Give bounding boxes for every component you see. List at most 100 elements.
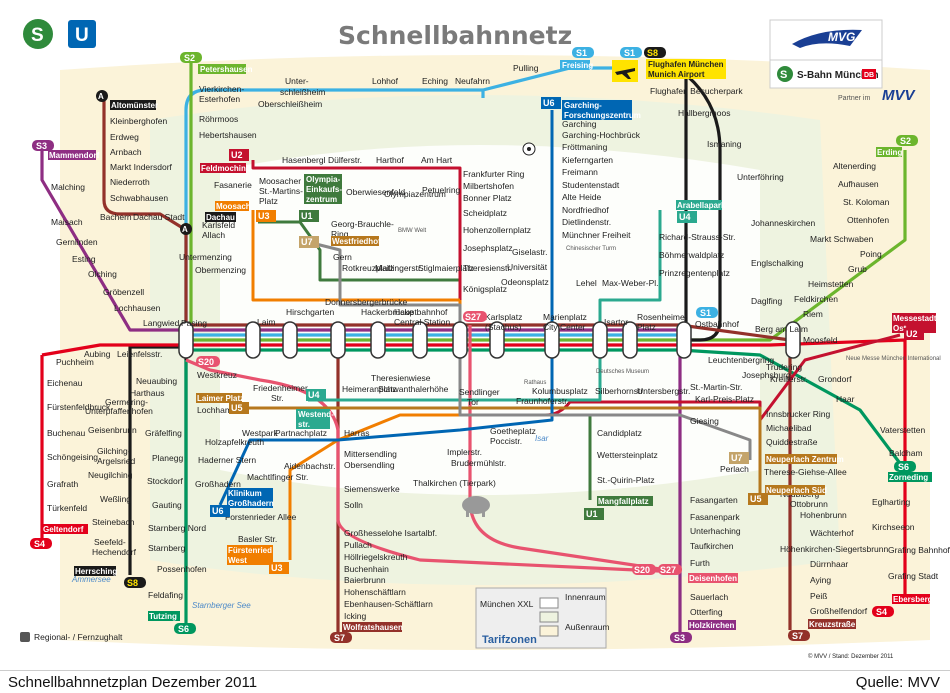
- station-label: Peiß: [810, 591, 827, 601]
- station-label: Gern: [333, 252, 352, 262]
- station-label: St. Koloman: [843, 197, 890, 207]
- station-label: Fröttmaning: [562, 142, 608, 152]
- airport-icon: [612, 60, 638, 82]
- line-badge-S3: S3: [670, 632, 692, 643]
- network-map: Schnellbahnnetz S U MVG S S-Bahn München…: [20, 19, 950, 660]
- station-label: Kolumbusplatz: [532, 386, 588, 396]
- svg-text:MVG: MVG: [828, 30, 855, 44]
- sbahn-logo: S: [23, 19, 53, 49]
- footer-caption: Schnellbahnnetzplan Dezember 2011: [8, 674, 258, 691]
- station-label: Milbertshofen: [463, 181, 514, 191]
- line-badge-U6: U6: [210, 505, 230, 517]
- station-label: Olympiazentrum: [384, 189, 446, 199]
- footer-bar: Schnellbahnnetzplan Dezember 2011 Quelle…: [0, 670, 950, 693]
- station-label: Türkenfeld: [47, 503, 87, 513]
- station-label: Furth: [690, 558, 710, 568]
- station-label: Böhmerwaldplatz: [659, 250, 724, 260]
- station-label: Innsbrucker Ring: [766, 409, 831, 419]
- station-label: Str.: [271, 393, 284, 403]
- station-label: Leuchtenbergring: [708, 355, 774, 365]
- terminus-label: Laimer Platz: [196, 393, 244, 403]
- station-layer: [178, 321, 801, 359]
- svg-text:Westfriedhof: Westfriedhof: [332, 237, 381, 246]
- station-label: Markt Indersdorf: [110, 162, 173, 172]
- station-label: Thalkirchen (Tierpark): [413, 478, 496, 488]
- svg-text:S3: S3: [674, 633, 685, 643]
- line-badge-S3: S3: [32, 140, 54, 151]
- station-label: Dachau Stadt: [133, 212, 185, 222]
- line-badge-S2: S2: [180, 52, 202, 63]
- svg-text:U4: U4: [679, 212, 691, 222]
- station-label: Obersendling: [344, 460, 395, 470]
- line-badge-U1: U1: [584, 508, 604, 520]
- station-label: Platz: [637, 322, 656, 332]
- station-label: Forstenrieder Allee: [225, 512, 297, 522]
- svg-text:U5: U5: [750, 494, 762, 504]
- line-badge-U5: U5: [229, 402, 249, 414]
- line-badge-S8: S8: [644, 47, 666, 58]
- station-label: Pasing: [181, 318, 207, 328]
- station-label: Harthof: [376, 155, 405, 165]
- station-label: Karlsplatz: [485, 312, 522, 322]
- station-label: Gernlinden: [56, 237, 98, 247]
- svg-text:Neuperlach Süd: Neuperlach Süd: [766, 486, 827, 495]
- station-label: Bachern: [100, 212, 132, 222]
- terminus-label: Ebersberg: [892, 594, 933, 604]
- station-label: Garching: [562, 119, 597, 129]
- station-label: Kirchseeon: [872, 522, 915, 532]
- svg-text:S2: S2: [184, 53, 195, 63]
- svg-text:Wolfratshausen: Wolfratshausen: [343, 623, 403, 632]
- station-label: Arnbach: [110, 147, 142, 157]
- station-label: Feldkirchen: [794, 294, 838, 304]
- landmark-label: BMW Welt: [398, 228, 427, 234]
- station-label: Brudermühlstr.: [451, 458, 506, 468]
- station-label: Fasanenpark: [690, 512, 740, 522]
- station-label: Hackerbrücke: [361, 307, 414, 317]
- station-label: Grafing Stadt: [888, 571, 939, 581]
- terminus-label: Mammendorf: [48, 150, 100, 160]
- station-label: Ottenhofen: [847, 215, 889, 225]
- station-label: Röhrmoos: [199, 114, 238, 124]
- station-label: Friedenheimer: [253, 383, 308, 393]
- svg-text:S: S: [780, 69, 787, 81]
- station-label: Giesing: [690, 416, 719, 426]
- station-label: Sauerlach: [690, 592, 729, 602]
- svg-text:Klinikum: Klinikum: [228, 489, 262, 498]
- station-label: Frankfurter Ring: [463, 169, 525, 179]
- svg-text:Munich Airport: Munich Airport: [648, 70, 705, 79]
- svg-text:U7: U7: [301, 237, 313, 247]
- svg-text:MVV: MVV: [882, 87, 917, 104]
- station-label: schleißheim: [280, 87, 325, 97]
- station-label: Fraunhoferstr.: [516, 396, 569, 406]
- svg-text:A: A: [182, 225, 188, 234]
- svg-text:Altomünster: Altomünster: [111, 101, 158, 110]
- station-label: Karlsfeld: [202, 220, 235, 230]
- station-label: Josephsburg: [742, 370, 791, 380]
- station-label: Feldafing: [148, 590, 183, 600]
- station-label: Steinebach: [92, 517, 135, 527]
- station-label: Aying: [810, 575, 831, 585]
- line-badge-S20: S20: [632, 564, 656, 575]
- station-label: Gröbenzell: [103, 287, 144, 297]
- svg-text:Großhadern: Großhadern: [228, 499, 274, 508]
- svg-text:U3: U3: [271, 563, 283, 573]
- line-badge-U2: U2: [229, 149, 249, 161]
- landmark-layer: BMW Welt Chinesischer Turm Deutsches Mus…: [71, 228, 941, 610]
- station-label: Wächterhof: [810, 528, 854, 538]
- station-label: Grondorf: [818, 374, 852, 384]
- zone-legend: München XXL Innenraum Außenraum Tarifzon…: [475, 587, 609, 649]
- ubahn-logo: U: [68, 20, 96, 48]
- svg-text:S2: S2: [900, 136, 911, 146]
- terminus-label: Neuperlach Süd: [765, 485, 827, 495]
- svg-text:Außenraum: Außenraum: [565, 622, 609, 632]
- station-label: Moosfeld: [803, 335, 838, 345]
- line-s3-route: [40, 150, 682, 640]
- terminus-label: Petershausen: [198, 64, 253, 74]
- station-label: Aufhausen: [838, 179, 879, 189]
- station-label: Poccistr.: [490, 436, 522, 446]
- terminus-label: Zorneding: [888, 472, 932, 482]
- station-label: Alte Heide: [562, 192, 601, 202]
- station-label: Josephsplatz: [463, 243, 513, 253]
